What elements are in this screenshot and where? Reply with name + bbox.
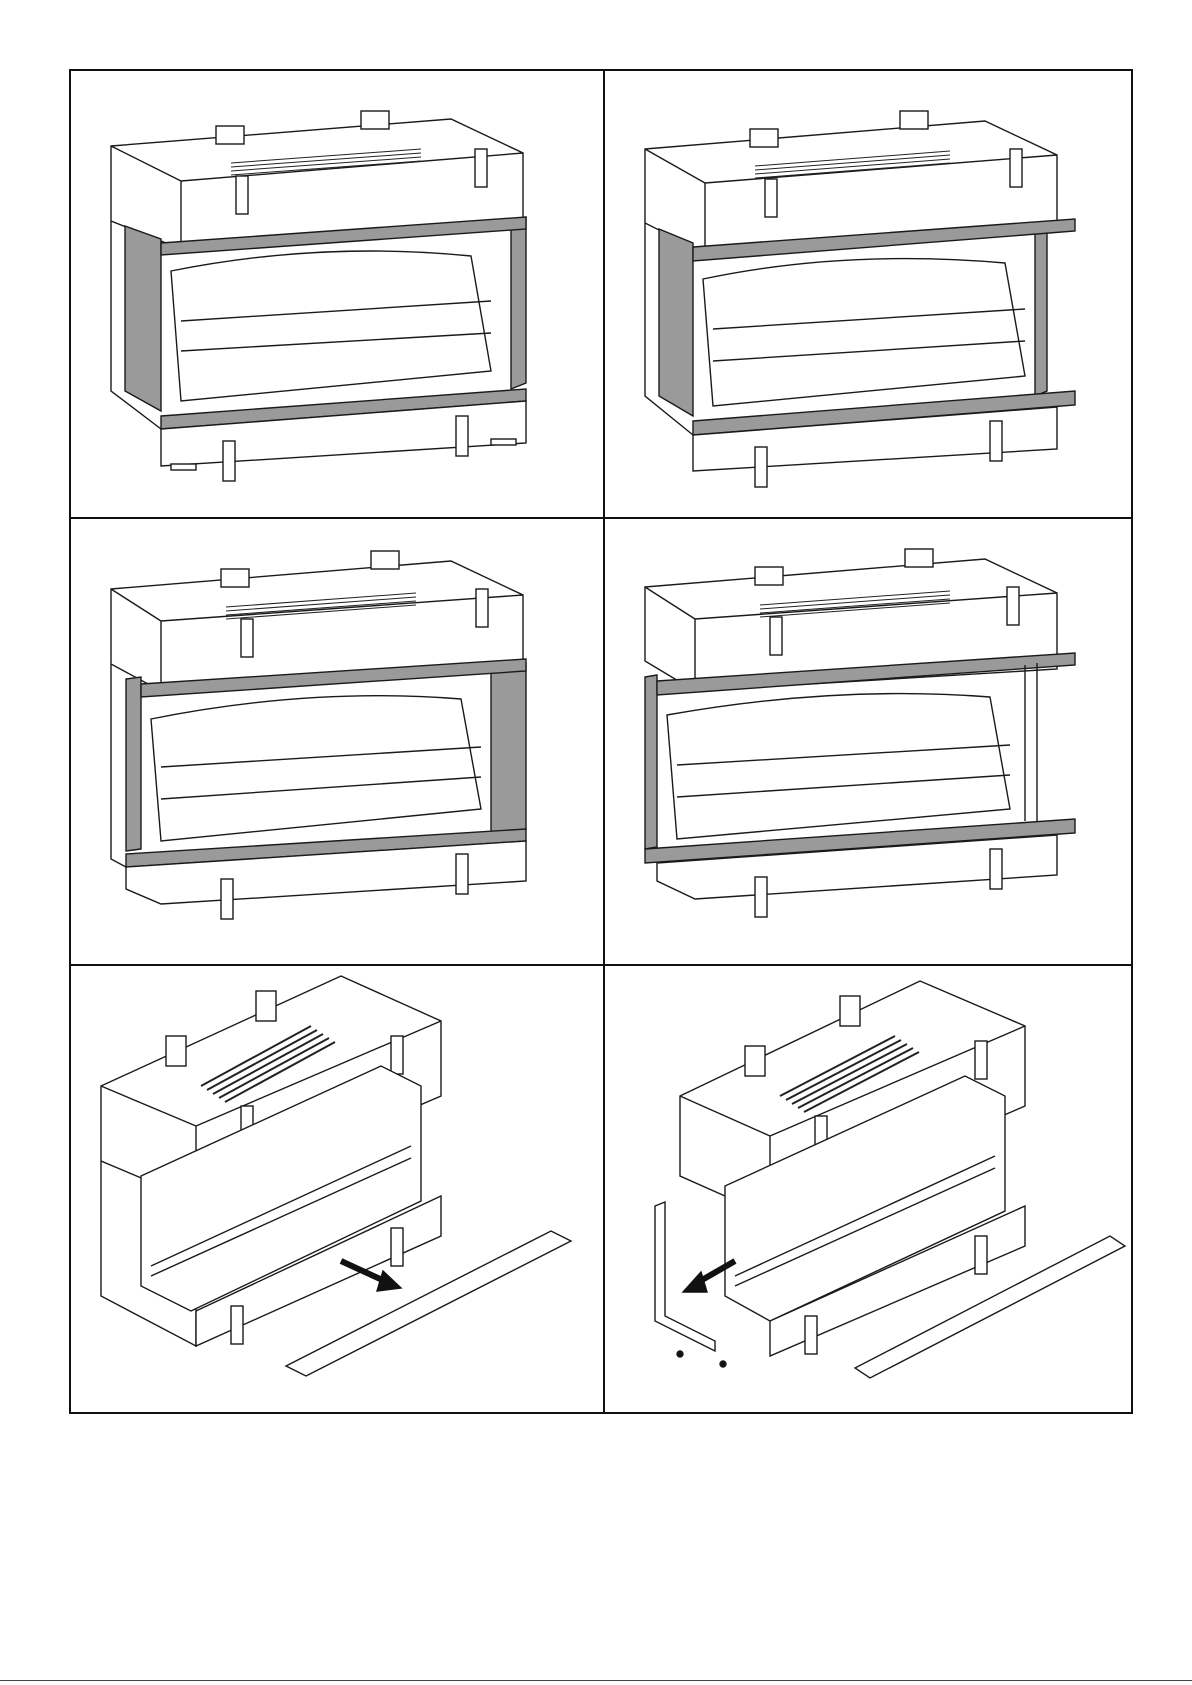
tab-bottom-left [221, 879, 233, 919]
panel-3-fireplace-corner [71, 519, 603, 964]
bracket-left [166, 1036, 186, 1066]
tab-bottom-right [456, 854, 468, 894]
fireplace-drawing-6 [605, 966, 1135, 1416]
side-panel-left [125, 226, 161, 411]
tab-top-left [770, 617, 782, 655]
fireplace-drawing-4 [605, 519, 1135, 964]
panel-6-isometric-frame-removal [605, 966, 1135, 1416]
firebox-back [667, 694, 1010, 839]
tab-top-right [975, 1041, 987, 1079]
panel-4-fireplace-corner-flanged [605, 519, 1135, 964]
side-panel-right [511, 217, 526, 389]
bracket-left [750, 129, 778, 147]
tab-bottom-left [231, 1306, 243, 1344]
tab-top-right [475, 149, 487, 187]
panel-5-isometric-strip-removal [71, 966, 603, 1416]
tab-bottom-right [391, 1228, 403, 1266]
bracket-right [361, 111, 389, 129]
frame-left-open [645, 675, 657, 849]
tab-top-left [236, 176, 248, 214]
tab-top-left [765, 179, 777, 217]
tab-top-left [241, 619, 253, 657]
screw-2 [720, 1361, 726, 1367]
firebox-back [151, 696, 481, 841]
tab-bottom-left [223, 441, 235, 481]
firebox-back [171, 251, 491, 401]
fireplace-drawing-3 [71, 519, 603, 964]
tab-top-right [1007, 587, 1019, 625]
illustration-grid [69, 69, 1133, 1414]
tab-bottom-right [456, 416, 468, 456]
bracket-left [221, 569, 249, 587]
bracket-right [371, 551, 399, 569]
firebox-back [703, 259, 1025, 406]
bracket-left [745, 1046, 765, 1076]
bracket-right [905, 549, 933, 567]
bracket-right [840, 996, 860, 1026]
tab-bottom-right [990, 421, 1002, 461]
page-footer-rule [0, 1680, 1192, 1681]
tab-bottom-left [805, 1316, 817, 1354]
panel-1-fireplace-front [71, 71, 603, 517]
tab-top-right [1010, 149, 1022, 187]
side-panel-right [1035, 226, 1047, 396]
bracket-right [900, 111, 928, 129]
bracket-left [755, 567, 783, 585]
fireplace-drawing-1 [71, 71, 603, 517]
tab-bottom-right [975, 1236, 987, 1274]
tab-bottom-left [755, 877, 767, 917]
foot-left [171, 464, 196, 470]
frame-left-open [126, 677, 141, 851]
foot-right [491, 439, 516, 445]
panel-2-fireplace-front-flanged [605, 71, 1135, 517]
tab-bottom-left [755, 447, 767, 487]
bracket-right [256, 991, 276, 1021]
tab-top-right [391, 1036, 403, 1074]
fireplace-drawing-5 [71, 966, 603, 1416]
side-panel-right [491, 663, 526, 834]
side-panel-left [659, 229, 693, 416]
screw-1 [677, 1351, 683, 1357]
fireplace-drawing-2 [605, 71, 1135, 517]
tab-bottom-right [990, 849, 1002, 889]
bracket-left [216, 126, 244, 144]
tab-top-right [476, 589, 488, 627]
